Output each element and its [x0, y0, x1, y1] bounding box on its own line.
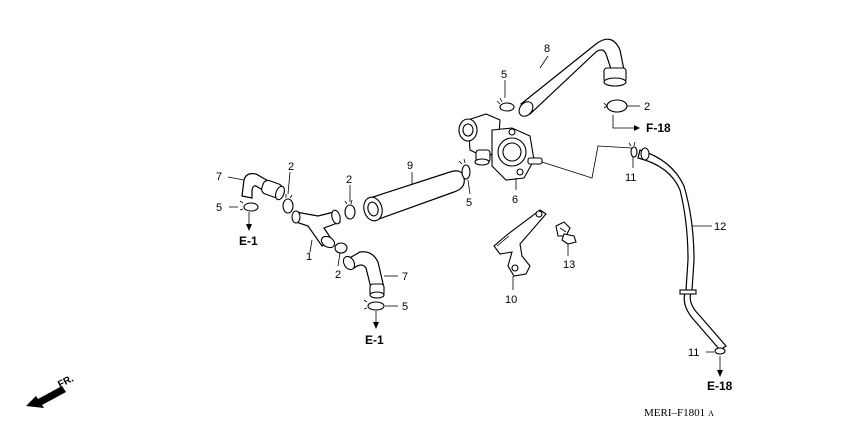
- tube-clip-11-lower: [714, 347, 726, 355]
- ref-f18: F-18: [646, 121, 671, 135]
- bolt-13: [555, 221, 577, 245]
- hose-clamp-2-left: [282, 194, 294, 214]
- callout-13: 13: [563, 259, 575, 271]
- callout-5-left: 5: [216, 202, 222, 214]
- bracket-10: [493, 209, 547, 277]
- hose-clamp-2-lower: [334, 242, 348, 254]
- callout-2-left: 2: [288, 161, 294, 173]
- hose-7-upper: [241, 173, 286, 201]
- callout-5-middle: 5: [466, 197, 472, 209]
- hose-clip-5-left: [239, 200, 259, 212]
- callout-2-lower: 2: [335, 269, 341, 281]
- callout-7-upper: 7: [216, 171, 222, 183]
- callout-5-lower: 5: [402, 301, 408, 313]
- callout-9: 9: [407, 160, 413, 172]
- callout-12: 12: [714, 221, 726, 233]
- hose-8: [518, 38, 627, 117]
- callout-11-upper: 11: [625, 172, 636, 184]
- ref-e1-left: E-1: [239, 234, 258, 248]
- hose-clamp-2-upper: [603, 99, 628, 113]
- ref-e18: E-18: [707, 379, 733, 393]
- tube-12: [637, 147, 727, 351]
- callout-8: 8: [544, 43, 550, 55]
- ref-e1-bottom: E-1: [365, 333, 384, 347]
- hose-7-lower: [342, 251, 385, 299]
- control-valve-6: [458, 113, 543, 181]
- hose-clip-5-lower: [363, 299, 385, 311]
- callout-7-lower: 7: [402, 271, 408, 283]
- callout-2-upper-right: 2: [644, 101, 650, 113]
- callout-2-middle: 2: [346, 174, 352, 186]
- hose-clip-5-middle: [458, 158, 471, 180]
- callout-11-lower: 11: [688, 347, 699, 359]
- front-label: FR.: [56, 373, 76, 390]
- hose-clamp-2-middle: [344, 199, 356, 220]
- callout-1: 1: [306, 251, 312, 263]
- hose-9: [363, 170, 465, 222]
- callout-6: 6: [512, 194, 518, 206]
- tube-clip-11-upper: [628, 141, 638, 158]
- hose-clip-5-upper: [496, 97, 515, 112]
- front-direction-arrow-icon: [26, 386, 66, 408]
- callout-10: 10: [505, 294, 517, 306]
- joint-pipe-1: [291, 209, 341, 249]
- callout-5-upper: 5: [501, 69, 507, 81]
